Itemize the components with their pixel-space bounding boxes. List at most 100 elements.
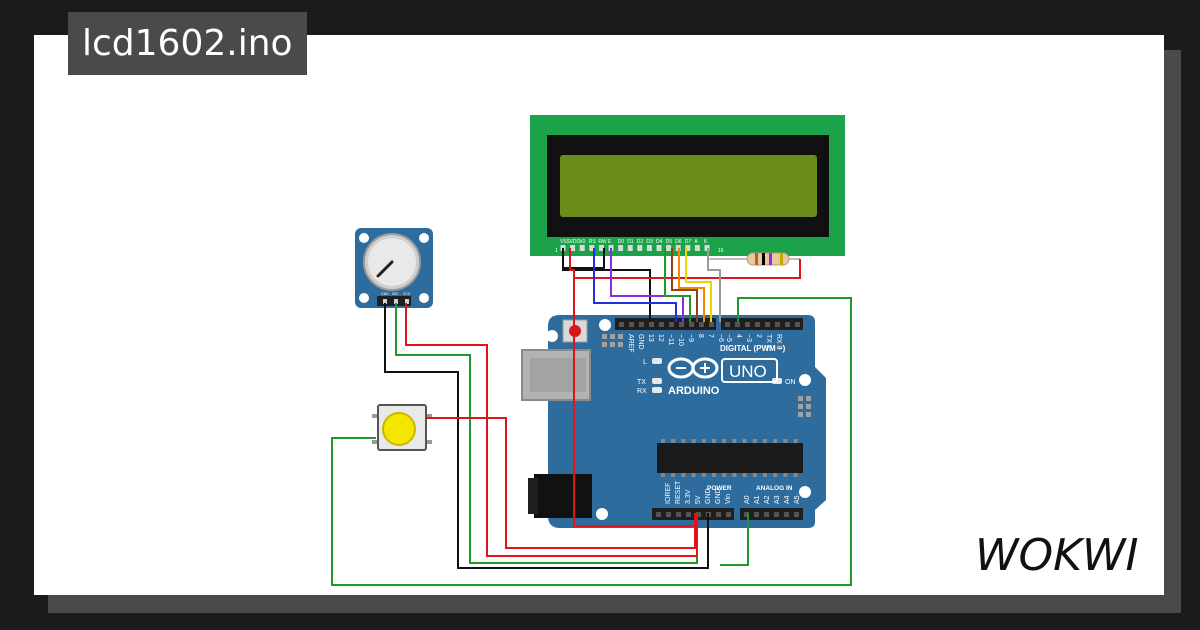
- arduino-top-pin-label: 13: [647, 334, 654, 342]
- header-hole[interactable]: [785, 322, 790, 327]
- chip-pin: [763, 439, 767, 443]
- wire-d6: [678, 248, 705, 322]
- arduino-top-pin-label: ~9: [687, 334, 694, 342]
- header-hole[interactable]: [754, 512, 759, 517]
- lcd-pin-label: D0: [618, 239, 625, 245]
- header-hole[interactable]: [689, 322, 694, 327]
- wire-lcd-rw: [563, 248, 605, 269]
- lcd-pin-label: D5: [666, 239, 673, 245]
- header-hole[interactable]: [774, 512, 779, 517]
- lcd-pin[interactable]: [589, 245, 595, 251]
- header-hole[interactable]: [666, 512, 671, 517]
- header-hole[interactable]: [619, 322, 624, 327]
- arduino-power-pin-label: IOREF: [665, 483, 672, 504]
- arduino-top-pin-label: TX 1: [765, 334, 772, 349]
- header-hole[interactable]: [744, 512, 749, 517]
- pot-pin-label: GND: [381, 292, 389, 296]
- lcd-pin-label: V0: [579, 239, 585, 245]
- pot-pin-label: VCC: [403, 292, 411, 296]
- chip-pin: [793, 439, 798, 443]
- header-hole[interactable]: [649, 322, 654, 327]
- button-cap[interactable]: [382, 412, 416, 446]
- header-hole[interactable]: [784, 512, 789, 517]
- pushbutton[interactable]: [372, 404, 432, 451]
- chip-pin: [752, 473, 757, 477]
- led-l-label: L: [643, 359, 647, 366]
- pot-pin[interactable]: [405, 299, 409, 304]
- lcd-pin[interactable]: [570, 245, 576, 251]
- lcd-pin[interactable]: [646, 245, 652, 251]
- lcd-pin[interactable]: [666, 245, 672, 251]
- lcd-pin[interactable]: [579, 245, 585, 251]
- lcd-pin[interactable]: [598, 245, 604, 251]
- lcd-pin-label: A: [694, 239, 698, 245]
- header-power: [652, 508, 734, 520]
- wire-lcd-k: [707, 248, 721, 322]
- lcd-pin-last: 16: [718, 248, 724, 254]
- header-hole[interactable]: [699, 322, 704, 327]
- led-tx-label: TX: [637, 379, 646, 386]
- arduino-logo-text: ARDUINO: [668, 385, 720, 397]
- led-tx: [652, 378, 662, 384]
- header-hole[interactable]: [764, 512, 769, 517]
- chip-pin: [773, 473, 778, 477]
- wire-pot-gnd: [384, 303, 709, 569]
- arduino-top-pin-label: ~10: [677, 334, 684, 346]
- lcd-pin-label: VDD: [570, 239, 581, 245]
- header-hole[interactable]: [716, 512, 721, 517]
- header-hole[interactable]: [745, 322, 750, 327]
- header-hole[interactable]: [709, 322, 714, 327]
- lcd-pin[interactable]: [618, 245, 624, 251]
- header-hole[interactable]: [679, 322, 684, 327]
- arduino-analog-pin-label: A5: [794, 495, 801, 504]
- arduino-top-pin-label: AREF: [627, 334, 634, 353]
- power-header-label: POWER: [707, 485, 732, 492]
- arduino-top-pin-label: 12: [657, 334, 664, 342]
- pot-pin[interactable]: [394, 299, 398, 304]
- wire-lcd-vss: [562, 248, 651, 322]
- header-hole[interactable]: [686, 512, 691, 517]
- header-hole[interactable]: [775, 322, 780, 327]
- arduino-top-pin-label: ~11: [667, 334, 674, 345]
- header-hole[interactable]: [639, 322, 644, 327]
- resistor[interactable]: [708, 252, 800, 266]
- wire-pot-vcc: [405, 303, 698, 557]
- header-hole[interactable]: [696, 512, 701, 517]
- chip-pin: [752, 439, 757, 443]
- lcd-pin[interactable]: [637, 245, 643, 251]
- digital-header-label: DIGITAL (PWM ~): [720, 344, 786, 353]
- on-label: ON: [785, 379, 796, 386]
- arduino-top-pin-label: RX 0: [775, 334, 782, 350]
- header-hole[interactable]: [795, 322, 800, 327]
- lcd-pin[interactable]: [685, 245, 691, 251]
- chip-pin: [661, 439, 665, 443]
- header-hole[interactable]: [656, 512, 661, 517]
- header-hole[interactable]: [765, 322, 770, 327]
- wires: [331, 248, 852, 586]
- wire-rs: [593, 248, 677, 322]
- header-hole[interactable]: [726, 512, 731, 517]
- header-hole[interactable]: [794, 512, 799, 517]
- pot-pin[interactable]: [383, 299, 387, 304]
- header-hole[interactable]: [629, 322, 634, 327]
- header-hole[interactable]: [725, 322, 730, 327]
- chip-pin: [671, 473, 676, 477]
- lcd-pin[interactable]: [694, 245, 700, 251]
- pot-indicator: [376, 260, 394, 278]
- chip-pin: [671, 439, 676, 443]
- header-hole[interactable]: [676, 512, 681, 517]
- header-hole[interactable]: [735, 322, 740, 327]
- lcd-pin-label: D6: [675, 239, 682, 245]
- header-hole[interactable]: [755, 322, 760, 327]
- arduino-infinity-logo: [667, 357, 719, 379]
- arduino-power-pin-label: RESET: [675, 480, 682, 504]
- lcd-pin[interactable]: [656, 245, 662, 251]
- chip-pin: [783, 439, 788, 443]
- lcd-pin[interactable]: [627, 245, 633, 251]
- header-hole[interactable]: [659, 322, 664, 327]
- header-hole[interactable]: [669, 322, 674, 327]
- chip-pin: [722, 439, 727, 443]
